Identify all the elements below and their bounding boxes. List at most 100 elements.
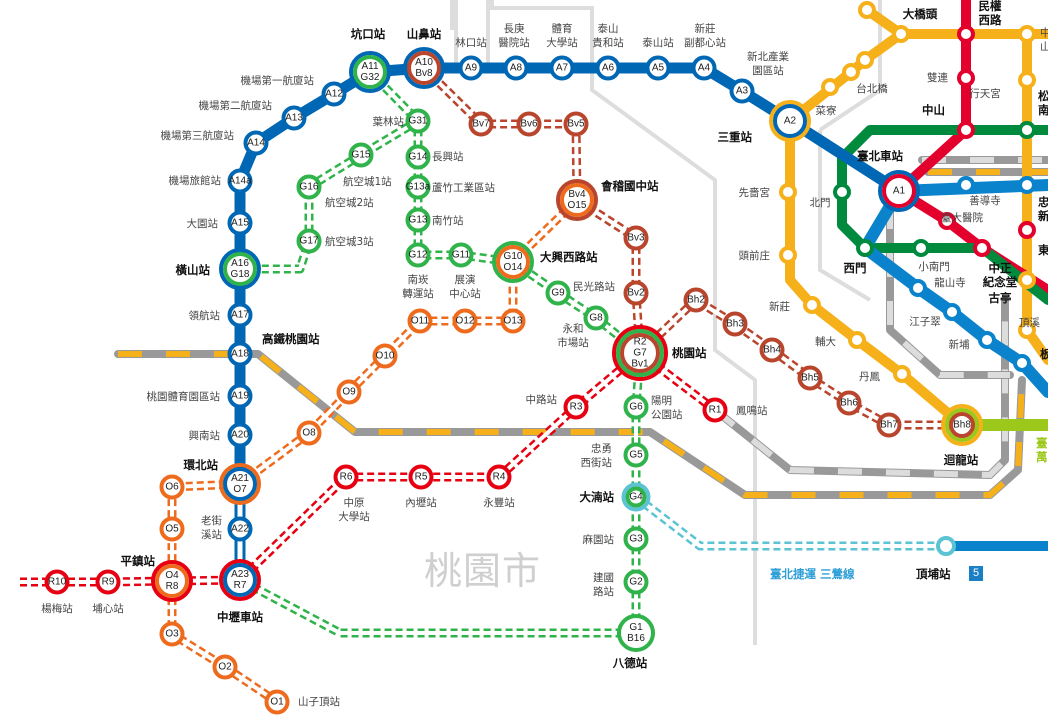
- station-A19[interactable]: A19: [227, 383, 253, 409]
- station-ring[interactable]: [625, 486, 647, 508]
- station-Bv6[interactable]: Bv6: [516, 111, 542, 137]
- station-G17[interactable]: G17: [296, 228, 322, 254]
- station-marker[interactable]: [797, 365, 823, 391]
- station-marker[interactable]: [563, 394, 589, 420]
- taipei-station-ximen[interactable]: [856, 239, 874, 257]
- station-A18[interactable]: A18: [227, 341, 253, 367]
- station-ring[interactable]: [219, 463, 261, 505]
- station-ring[interactable]: [403, 47, 445, 89]
- station-Bh7[interactable]: Bh7: [876, 412, 902, 438]
- station-marker[interactable]: [595, 55, 621, 81]
- station-R10[interactable]: R10: [44, 569, 70, 595]
- station-ring[interactable]: [151, 560, 193, 602]
- station-marker[interactable]: [729, 78, 755, 104]
- station-ring[interactable]: [219, 248, 261, 290]
- taipei-station-shuanglian[interactable]: [957, 69, 975, 87]
- station-marker[interactable]: [212, 654, 238, 680]
- station-marker[interactable]: [95, 569, 121, 595]
- taipei-station-taibeiqiao[interactable]: [821, 78, 839, 96]
- station-R6[interactable]: R6: [333, 464, 359, 490]
- station-marker[interactable]: [159, 621, 185, 647]
- station-Bv7[interactable]: Bv7: [468, 111, 494, 137]
- station-G3[interactable]: G3: [623, 526, 649, 552]
- station-ring[interactable]: [945, 408, 979, 442]
- taipei-station-cks[interactable]: [973, 239, 991, 257]
- station-O13[interactable]: O13: [500, 308, 526, 334]
- station-marker[interactable]: [779, 246, 797, 264]
- station-marker[interactable]: [458, 55, 484, 81]
- station-marker[interactable]: [623, 394, 649, 420]
- station-marker[interactable]: [159, 474, 185, 500]
- station-marker[interactable]: [486, 464, 512, 490]
- taipei-station-songjiang[interactable]: [1018, 121, 1036, 139]
- station-marker[interactable]: [1018, 71, 1036, 89]
- station-Bh6[interactable]: Bh6: [836, 390, 862, 416]
- station-ring[interactable]: [612, 325, 668, 381]
- taipei-station-banqiao[interactable]: [1013, 354, 1031, 372]
- station-marker[interactable]: [978, 331, 996, 349]
- station-ring[interactable]: [941, 404, 983, 446]
- station-marker[interactable]: [405, 174, 431, 200]
- station-marker[interactable]: [227, 383, 253, 409]
- taipei-station-xingtian[interactable]: [1018, 71, 1036, 89]
- station-ring[interactable]: [556, 179, 598, 221]
- station-marker[interactable]: [623, 225, 649, 251]
- station-ring[interactable]: [773, 104, 807, 138]
- station-G6[interactable]: G6: [623, 394, 649, 420]
- taipei-station-cailiao[interactable]: [842, 63, 860, 81]
- station-marker[interactable]: [321, 81, 347, 107]
- station-Bv3[interactable]: Bv3: [623, 225, 649, 251]
- station-ring[interactable]: [219, 559, 261, 601]
- station-G31[interactable]: G31: [405, 108, 431, 134]
- taipei-station-beimen[interactable]: [833, 183, 851, 201]
- taipei-station-guting[interactable]: [1018, 271, 1036, 289]
- station-O12[interactable]: O12: [452, 308, 478, 334]
- station-O8[interactable]: O8: [296, 420, 322, 446]
- station-marker[interactable]: [296, 228, 322, 254]
- station-A15[interactable]: A15: [227, 210, 253, 236]
- station-A6[interactable]: A6: [595, 55, 621, 81]
- station-marker[interactable]: [702, 397, 728, 423]
- taipei-station-xiaonanmen[interactable]: [912, 239, 930, 257]
- station-marker[interactable]: [943, 303, 961, 321]
- station-A14[interactable]: A14: [243, 130, 269, 156]
- station-Bh5[interactable]: Bh5: [797, 365, 823, 391]
- station-ring[interactable]: [407, 51, 441, 85]
- station-Bh2[interactable]: Bh2: [683, 287, 709, 313]
- taipei-station-ntuh[interactable]: [938, 212, 956, 230]
- station-A14a[interactable]: A14a: [227, 168, 253, 194]
- taipei-station-fuda[interactable]: [848, 331, 866, 349]
- taipei-station-t1[interactable]: [858, 1, 876, 19]
- station-ring[interactable]: [223, 252, 257, 286]
- station-G11[interactable]: G11: [448, 242, 474, 268]
- station-marker[interactable]: [1018, 176, 1036, 194]
- station-A2[interactable]: A2: [769, 100, 811, 142]
- taipei-station-xinzhuang[interactable]: [803, 296, 821, 314]
- station-G5[interactable]: G5: [623, 442, 649, 468]
- station-marker[interactable]: [1018, 25, 1036, 43]
- station-marker[interactable]: [623, 280, 649, 306]
- station-marker[interactable]: [858, 1, 876, 19]
- station-marker[interactable]: [957, 176, 975, 194]
- station-Bh8[interactable]: Bh8: [941, 404, 983, 446]
- station-R5[interactable]: R5: [408, 464, 434, 490]
- taipei-station-longshan[interactable]: [909, 279, 927, 297]
- station-marker[interactable]: [545, 280, 571, 306]
- station-ring[interactable]: [353, 55, 387, 89]
- station-marker[interactable]: [405, 207, 431, 233]
- station-marker[interactable]: [1018, 271, 1036, 289]
- station-R1[interactable]: R1: [702, 397, 728, 423]
- station-A7[interactable]: A7: [549, 55, 575, 81]
- station-R9[interactable]: R9: [95, 569, 121, 595]
- station-marker[interactable]: [759, 337, 785, 363]
- station-A20[interactable]: A20: [227, 422, 253, 448]
- station-ring[interactable]: [492, 241, 534, 283]
- station-marker[interactable]: [333, 464, 359, 490]
- station-marker[interactable]: [408, 464, 434, 490]
